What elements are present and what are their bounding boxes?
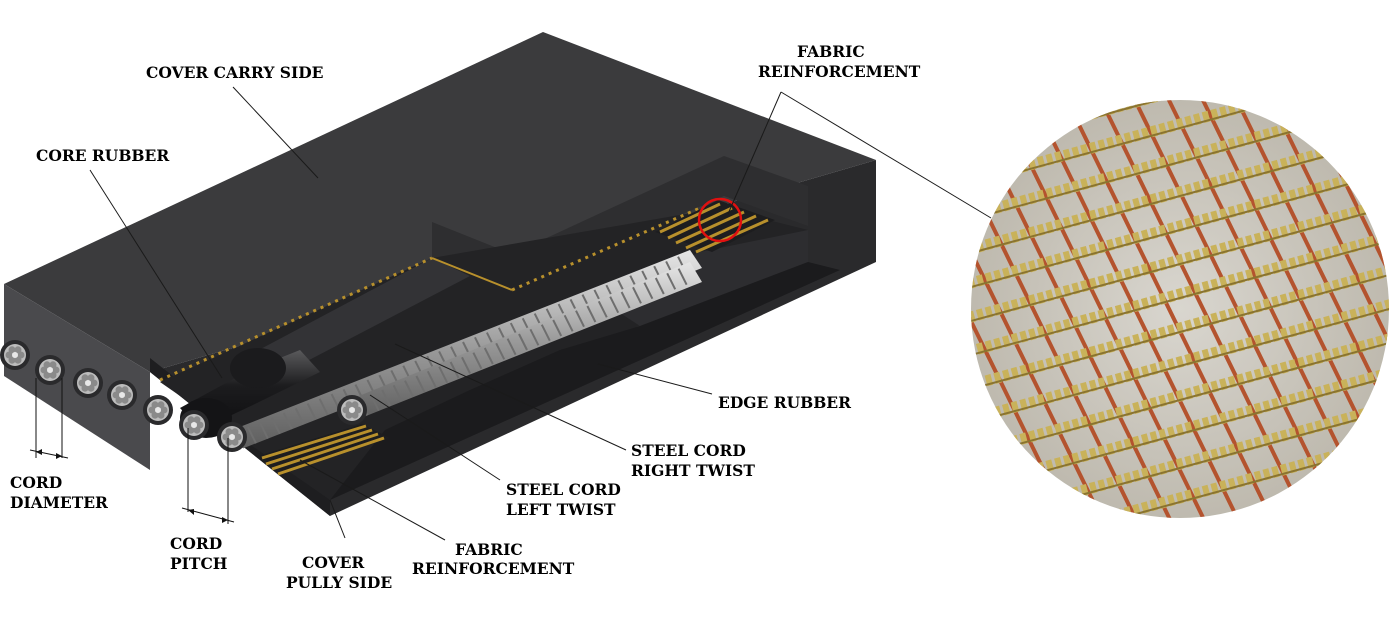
steel-cord-ends (0, 340, 367, 452)
label-steel-left-1: STEEL CORD (506, 480, 621, 499)
label-cord-diameter-2: DIAMETER (10, 493, 108, 512)
label-steel-left-2: LEFT TWIST (506, 500, 616, 519)
steel-cord-right-twist (344, 262, 702, 421)
label-cover-pully-2: PULLY SIDE (286, 573, 392, 592)
cord-diameter-dimension (29, 378, 69, 459)
label-cover-carry-side: COVER CARRY SIDE (146, 63, 324, 82)
fabric-highlight-circle (697, 197, 743, 243)
label-fabric-top-1: FABRIC (797, 42, 865, 61)
label-cord-diameter-1: CORD (10, 473, 62, 492)
label-fabric-bottom-1: FABRIC (455, 540, 523, 559)
cover-carry-side-surface (4, 32, 876, 372)
fabric-dotted-line (159, 206, 701, 382)
cord-pitch-dimension (181, 428, 235, 524)
label-cord-pitch-2: PITCH (170, 554, 227, 573)
label-steel-right-1: STEEL CORD (631, 441, 746, 460)
label-fabric-bottom-2: REINFORCEMENT (412, 559, 575, 578)
label-core-rubber: CORE RUBBER (36, 146, 169, 165)
inset-connector-line (780, 91, 992, 219)
fabric-reinforcement-bottom (258, 424, 390, 476)
label-edge-rubber: EDGE RUBBER (718, 393, 851, 412)
label-fabric-top-2: REINFORCEMENT (758, 62, 921, 81)
labels: COVER CARRY SIDE CORE RUBBER FABRIC REIN… (10, 42, 921, 592)
leader-lines (89, 86, 782, 541)
label-cover-pully-1: COVER (302, 553, 364, 572)
label-steel-right-2: RIGHT TWIST (631, 461, 755, 480)
label-cord-pitch-1: CORD (170, 534, 222, 553)
